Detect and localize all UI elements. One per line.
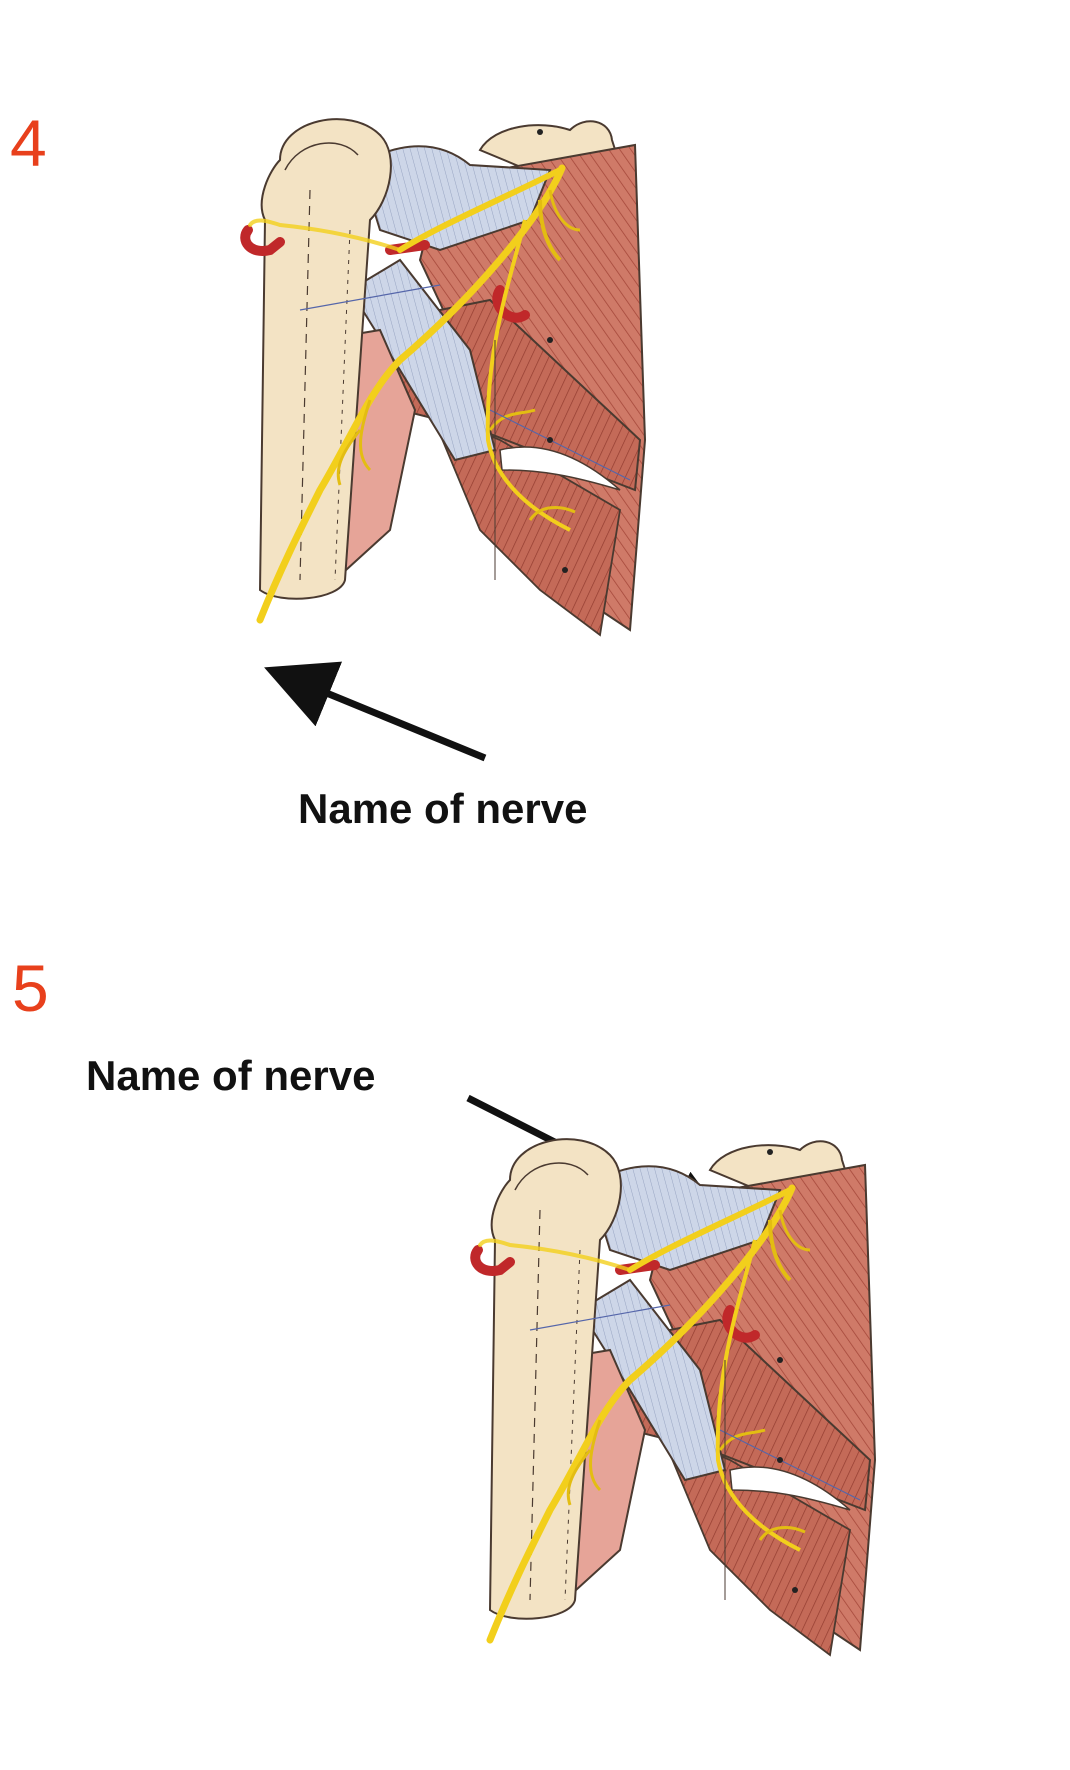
question-number-5: 5 xyxy=(12,951,49,1025)
shoulder-anatomy-illustration-5 xyxy=(470,1045,890,1735)
question-label-4: Name of nerve xyxy=(298,785,588,832)
question-number-4: 4 xyxy=(10,106,47,180)
question-label-5: Name of nerve xyxy=(86,1052,376,1099)
